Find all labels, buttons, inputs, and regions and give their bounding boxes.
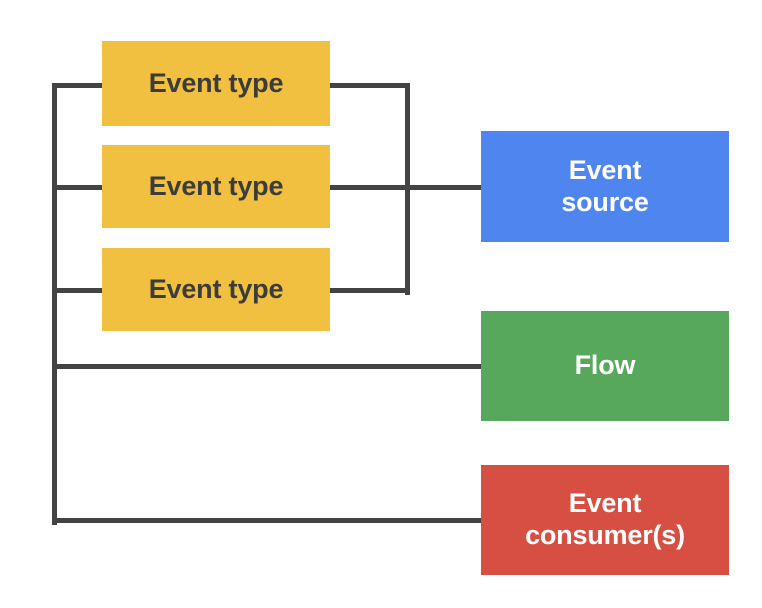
node-label-event-type-2: Event type <box>148 170 284 201</box>
node-label-flow: Flow <box>574 350 636 381</box>
connector-left-branch-to-flow <box>52 364 483 369</box>
node-flow[interactable]: Flow <box>481 311 729 421</box>
node-event-consumers[interactable]: Event consumer(s) <box>481 465 729 575</box>
node-event-type-3[interactable]: Event type <box>102 248 330 331</box>
connector-right-trunk-vertical <box>405 85 410 295</box>
connector-left-trunk-vertical <box>52 85 57 525</box>
connector-left-stub-event-type-3 <box>52 288 104 293</box>
node-event-type-1[interactable]: Event type <box>102 41 330 126</box>
node-label-event-type-1: Event type <box>148 67 284 98</box>
connector-left-stub-event-type-2 <box>52 185 104 190</box>
node-event-source[interactable]: Event source <box>481 131 729 242</box>
node-label-event-consumers: Event consumer(s) <box>525 488 685 550</box>
node-label-event-type-3: Event type <box>148 273 284 304</box>
node-event-type-2[interactable]: Event type <box>102 145 330 228</box>
connector-right-branch-to-event-source <box>405 185 484 190</box>
connector-right-stub-event-type-2 <box>328 185 410 190</box>
connector-right-stub-event-type-3 <box>328 288 410 293</box>
connector-left-stub-event-type-1 <box>52 83 104 88</box>
connector-right-stub-event-type-1 <box>328 83 410 88</box>
connector-left-branch-to-event-consumers <box>52 518 483 523</box>
node-label-event-source: Event source <box>561 154 649 217</box>
